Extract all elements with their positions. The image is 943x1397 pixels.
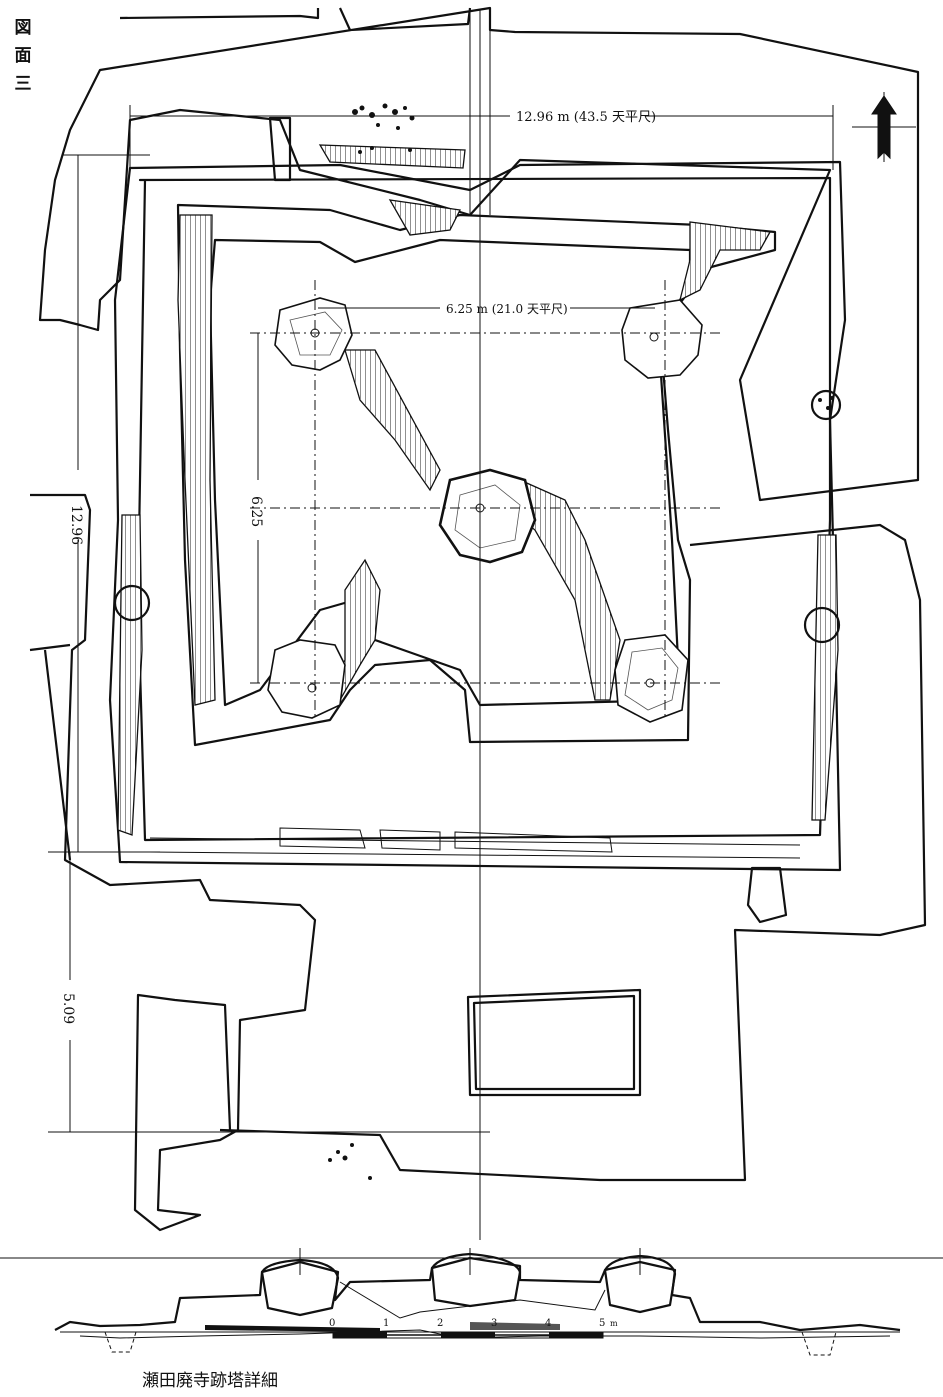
dim-lower-height: 5.09 [60,993,76,1024]
stone-southwest [267,639,346,719]
west-edge-lower [29,643,72,861]
dimension-lines [48,105,834,1133]
dim-top-width: 12.96 m (43.5 天平尺) [516,110,656,125]
east-small-feature [810,389,842,421]
dim-left-height: 12.96 [68,505,84,545]
inner-square-outer [176,203,777,747]
scale-bar: 0 1 2 3 4 5 m [329,1318,618,1339]
platform-outlines [108,160,847,872]
west-column-slope [117,514,143,836]
figure-label-char-3: 三 [14,74,32,94]
east-post-pit [803,606,841,644]
scale-tick-3: 3 [491,1318,497,1329]
cross-section [0,1248,943,1356]
center-lines [250,10,720,1240]
scale-tick-4: 4 [545,1318,551,1329]
dim-pillar-height: 6.25 [248,496,264,527]
figure-label-char-1: 図 [14,18,32,38]
north-inner-slope [388,199,461,236]
diagonal-nw-slope [344,349,441,492]
stone-northeast [621,299,703,379]
outer-trench-outline [38,6,920,502]
north-strip-notch [268,116,292,182]
ground-profile [54,1256,901,1332]
south-pit [466,988,642,1097]
stone-right-profile [603,1254,677,1314]
foundation-stones [267,297,703,723]
scale-tick-1: 1 [383,1318,389,1329]
platform-outer [108,160,847,872]
scale-unit: m [610,1319,618,1328]
scattered-stones [328,103,834,1180]
stone-center-profile [430,1252,522,1308]
inner-square-inner [208,238,692,707]
stone-northwest [274,297,353,371]
scale-tick-0: 0 [329,1318,335,1329]
west-trench-strip [30,493,317,1232]
excavation-boundary [29,6,927,1232]
northeast-slope [679,221,772,302]
stone-center [438,468,537,564]
scale-tick-2: 2 [437,1318,443,1329]
south-pit-inner [472,994,636,1091]
east-small-pit [746,866,788,924]
figure-label-char-2: 面 [14,46,32,66]
south-stone-row [149,827,801,859]
north-slope-strip [318,144,466,169]
west-inner-slope [177,214,216,706]
platform-inner [136,176,832,842]
stone-southwest-center [307,683,317,693]
east-column-slope [811,534,839,821]
stone-left-profile [260,1258,340,1317]
north-arrow-icon [852,92,916,162]
west-post-pit [113,584,151,622]
dim-pillar-span: 6.25 m (21.0 天平尺) [446,302,568,316]
figure-label: 図 面 三 [10,14,36,98]
figure-caption: 瀬田廃寺跡塔詳細 [142,1371,278,1391]
scale-tick-5: 5 [599,1318,605,1329]
east-trench-strip [219,523,927,1182]
